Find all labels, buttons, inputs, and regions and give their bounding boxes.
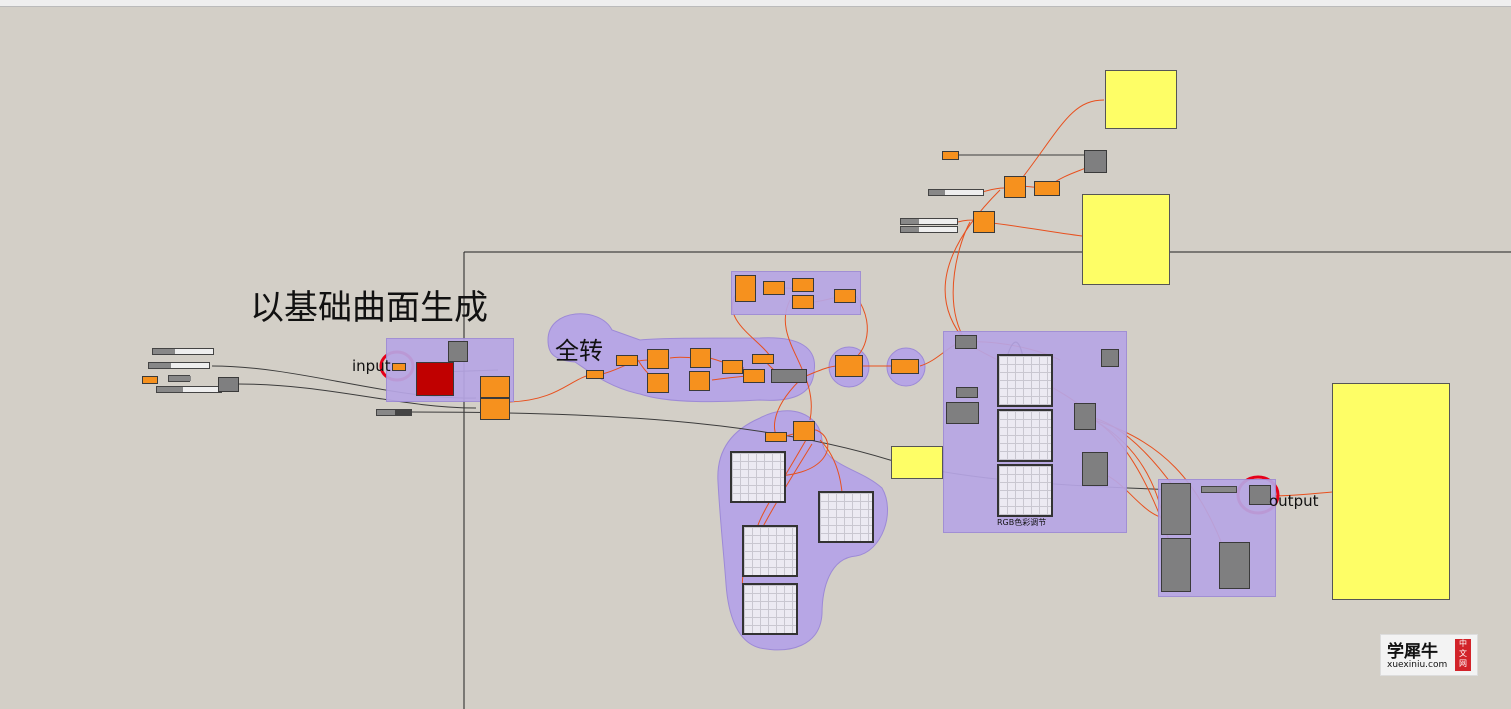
param-tg-2[interactable] bbox=[763, 281, 785, 295]
graph-mapper-4[interactable] bbox=[742, 583, 798, 635]
param-ft-6[interactable] bbox=[689, 371, 710, 391]
graph-mapper-3[interactable] bbox=[742, 525, 798, 577]
seal-char-3: 网 bbox=[1459, 659, 1467, 668]
component-out-1[interactable] bbox=[1161, 483, 1191, 535]
component-ft-out[interactable] bbox=[771, 369, 807, 383]
component-top[interactable] bbox=[1084, 150, 1107, 173]
param-ft-5[interactable] bbox=[690, 348, 711, 368]
component-rgb-d[interactable] bbox=[1082, 452, 1108, 486]
slider-input-3[interactable] bbox=[168, 375, 191, 382]
seal-char-1: 中 bbox=[1459, 639, 1467, 648]
component-left-merge[interactable] bbox=[218, 377, 239, 392]
slider-top-3[interactable] bbox=[900, 226, 958, 233]
output-label: output bbox=[1269, 492, 1319, 510]
graph-mapper-1[interactable] bbox=[730, 451, 786, 503]
slider-input-5[interactable] bbox=[376, 409, 412, 416]
slider-top-2[interactable] bbox=[900, 218, 958, 225]
rgb-graph-1[interactable] bbox=[997, 354, 1053, 407]
param-ft-8[interactable] bbox=[752, 354, 774, 364]
param-ft-9[interactable] bbox=[743, 369, 765, 383]
param-ft-7[interactable] bbox=[722, 360, 743, 374]
param-tg-3[interactable] bbox=[792, 278, 814, 292]
component-output[interactable] bbox=[1249, 485, 1271, 505]
param-round-a[interactable] bbox=[835, 355, 863, 377]
param-input-out-2[interactable] bbox=[480, 398, 510, 420]
panel-middle[interactable] bbox=[891, 446, 943, 479]
slider-input-4[interactable] bbox=[156, 386, 222, 393]
component-input-top[interactable] bbox=[448, 341, 468, 362]
input-label: input bbox=[352, 357, 391, 375]
param-top-small[interactable] bbox=[942, 151, 959, 160]
watermark-seal: 中 文 网 bbox=[1455, 639, 1471, 671]
wire-r1 bbox=[509, 373, 595, 403]
watermark-brand: 学犀牛 bbox=[1387, 642, 1438, 662]
component-rgb-corner[interactable] bbox=[1101, 349, 1119, 367]
slider-out[interactable] bbox=[1201, 486, 1237, 493]
param-input-small[interactable] bbox=[142, 376, 158, 384]
param-top-2[interactable] bbox=[1004, 176, 1026, 198]
slider-input-1[interactable] bbox=[152, 348, 214, 355]
component-out-3[interactable] bbox=[1219, 542, 1250, 589]
slider-top-1[interactable] bbox=[928, 189, 984, 196]
panel-top-1[interactable] bbox=[1105, 70, 1177, 129]
param-top-4[interactable] bbox=[973, 211, 995, 233]
component-rgb-b[interactable] bbox=[946, 402, 979, 424]
param-gm-2[interactable] bbox=[793, 421, 815, 441]
group-full-turn-label: 全转 bbox=[555, 337, 603, 365]
watermark-domain: xuexiniu.com bbox=[1387, 660, 1448, 670]
rgb-group-label: RGB色彩调节 bbox=[997, 518, 1047, 527]
top-toolbar-strip bbox=[0, 0, 1511, 7]
rgb-graph-2[interactable] bbox=[997, 409, 1053, 462]
panel-output[interactable] bbox=[1332, 383, 1450, 600]
param-round-b[interactable] bbox=[891, 359, 919, 374]
param-ft-4[interactable] bbox=[647, 373, 669, 393]
component-rgb-in[interactable] bbox=[955, 335, 977, 349]
component-rgb-a[interactable] bbox=[956, 387, 978, 398]
brep-component[interactable] bbox=[416, 362, 454, 396]
rgb-graph-3[interactable] bbox=[997, 464, 1053, 517]
param-ft-3[interactable] bbox=[647, 349, 669, 369]
param-tg-1[interactable] bbox=[735, 275, 756, 302]
watermark: 学犀牛 xuexiniu.com 中 文 网 bbox=[1380, 634, 1478, 676]
param-gm-1[interactable] bbox=[765, 432, 787, 442]
graph-mapper-2[interactable] bbox=[818, 491, 874, 543]
page-title: 以基础曲面生成 bbox=[250, 288, 488, 328]
param-input[interactable] bbox=[392, 363, 406, 371]
seal-char-2: 文 bbox=[1459, 649, 1467, 658]
slider-input-2[interactable] bbox=[148, 362, 210, 369]
param-input-out-1[interactable] bbox=[480, 376, 510, 398]
component-out-2[interactable] bbox=[1161, 538, 1191, 592]
param-tg-5[interactable] bbox=[834, 289, 856, 303]
param-ft-2[interactable] bbox=[616, 355, 638, 366]
param-top-3[interactable] bbox=[1034, 181, 1060, 196]
wire-input-b bbox=[237, 383, 477, 409]
panel-top-2[interactable] bbox=[1082, 194, 1170, 285]
param-tg-4[interactable] bbox=[792, 295, 814, 309]
param-ft-1[interactable] bbox=[586, 370, 604, 379]
component-rgb-c[interactable] bbox=[1074, 403, 1096, 430]
